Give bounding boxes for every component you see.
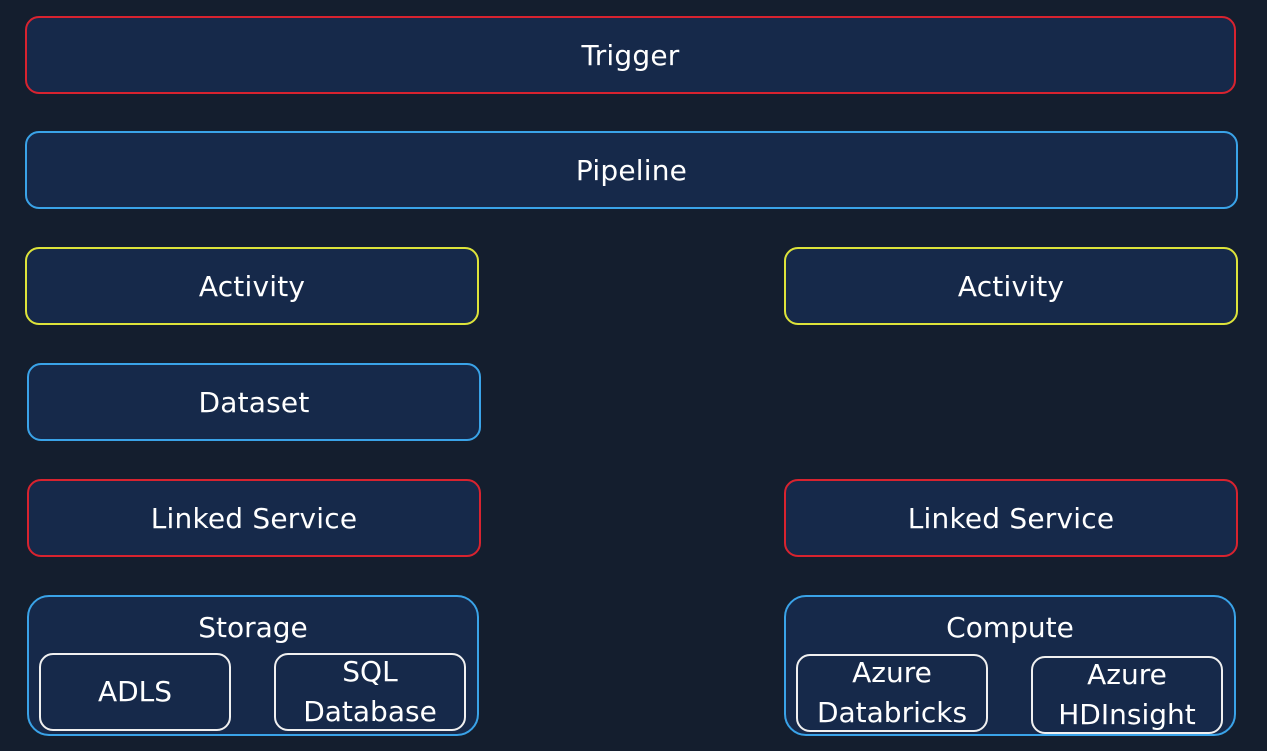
left-activity-label: Activity: [198, 269, 306, 303]
compute-group: Compute Azure Databricks Azure HDInsight: [784, 595, 1236, 736]
dataset-box: Dataset: [27, 363, 481, 441]
storage-title: Storage: [198, 611, 308, 644]
left-activity-box: Activity: [25, 247, 479, 325]
azure-databricks-box: Azure Databricks: [796, 654, 988, 732]
right-linked-service-box: Linked Service: [784, 479, 1238, 557]
pipeline-box: Pipeline: [25, 131, 1238, 209]
adls-box: ADLS: [39, 653, 231, 731]
sql-database-box: SQL Database: [274, 653, 466, 731]
left-linked-service-label: Linked Service: [150, 501, 358, 535]
left-linked-service-box: Linked Service: [27, 479, 481, 557]
pipeline-label: Pipeline: [575, 153, 688, 187]
storage-group: Storage ADLS SQL Database: [27, 595, 479, 736]
azure-hdinsight-box: Azure HDInsight: [1031, 656, 1223, 734]
trigger-label: Trigger: [581, 38, 680, 72]
compute-title: Compute: [946, 611, 1074, 644]
right-linked-service-label: Linked Service: [907, 501, 1115, 535]
right-activity-label: Activity: [957, 269, 1065, 303]
trigger-box: Trigger: [25, 16, 1236, 94]
right-activity-box: Activity: [784, 247, 1238, 325]
dataset-label: Dataset: [198, 385, 310, 419]
